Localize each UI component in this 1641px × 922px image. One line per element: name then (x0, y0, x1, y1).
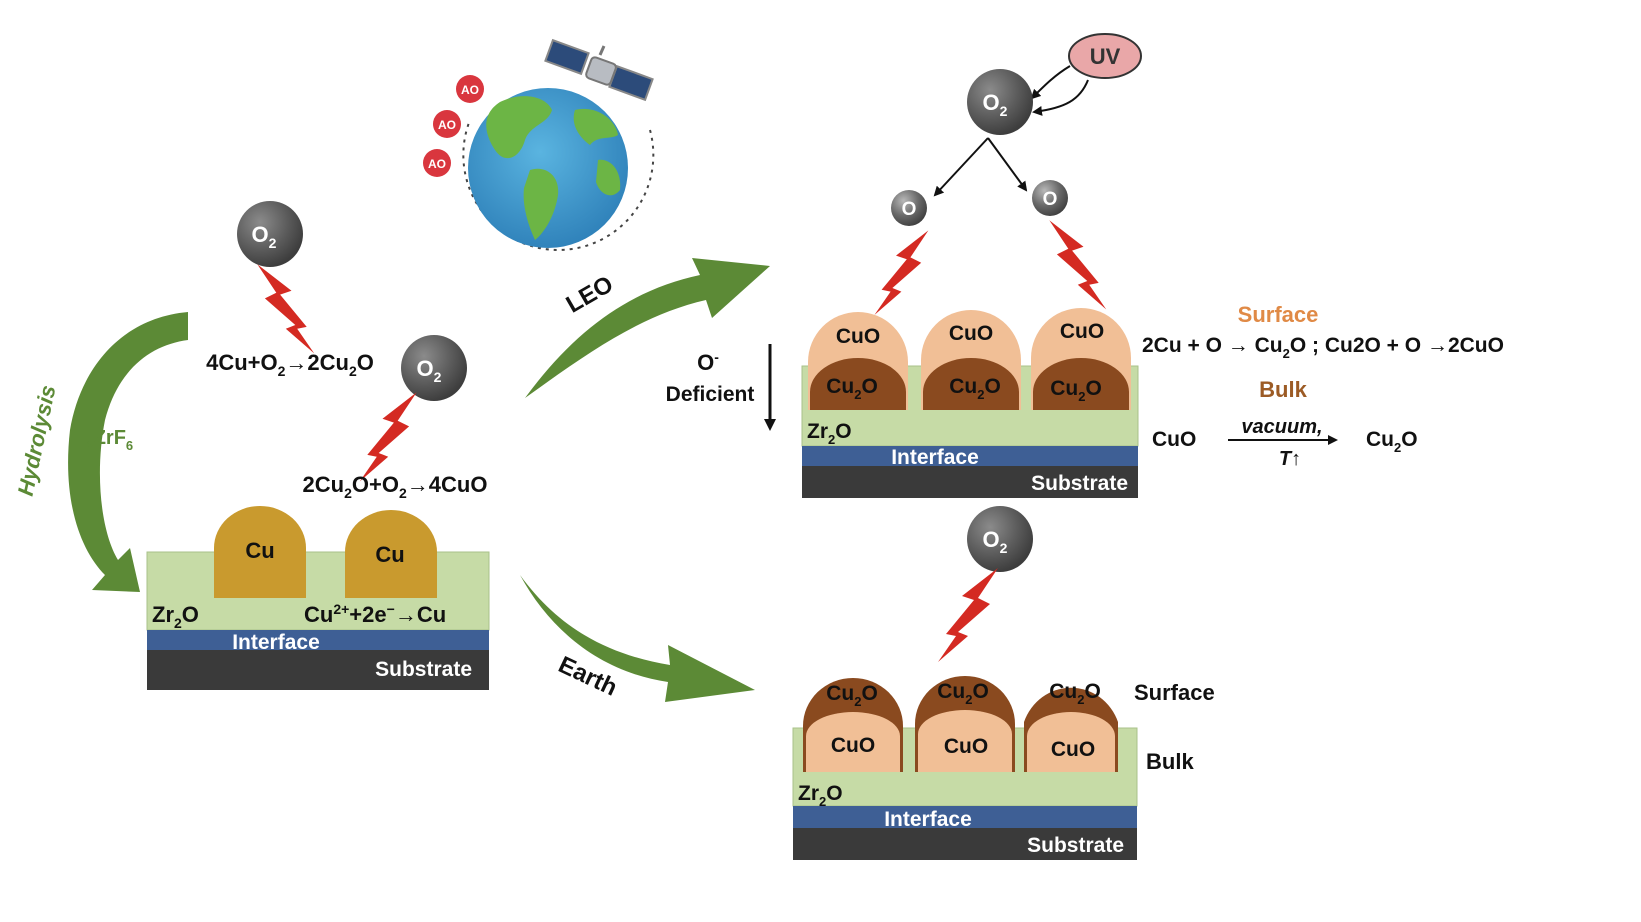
cu2o-cap-label: Cu2O (826, 682, 878, 709)
uv-arrow-2 (1032, 79, 1089, 116)
left-layer-stack (146, 506, 490, 690)
hydrolysis-label: Hydrolysis (13, 383, 61, 498)
cu2o-core-label: Cu2O (1050, 377, 1102, 404)
interface-label: Interface (891, 446, 979, 469)
atom-label: O (902, 199, 917, 220)
uv-label: UV (1090, 44, 1121, 69)
svg-text:O2: O2 (983, 527, 1008, 556)
leo-surface-reaction: 2Cu + O → Cu2O ; Cu2O + O →2CuO (1142, 334, 1504, 361)
cuo-cap-label: CuO (836, 325, 880, 348)
o-deficient-word: Deficient (666, 383, 755, 406)
interface-label: Interface (884, 808, 972, 831)
cu2o-core-label: Cu2O (949, 375, 1001, 402)
leo-label: LEO (562, 271, 618, 319)
cu2o-cap-label: Cu2O (937, 680, 989, 707)
cuo-cap-label: CuO (1060, 320, 1104, 343)
bulk-reactant: CuO (1152, 428, 1196, 451)
lightning-bolt-icon (938, 568, 998, 662)
reaction-cu2o-to-cuo: 2Cu2O+O2→4CuO (303, 472, 488, 501)
ao-badges: AO AO AO (423, 75, 484, 177)
reduction-reaction: Cu2++2e−→Cu (304, 601, 446, 627)
cuo-core-label: CuO (944, 735, 988, 758)
substrate-label: Substrate (375, 658, 472, 681)
svg-text:O2: O2 (417, 356, 442, 385)
bulk-condition-bottom: T↑ (1279, 448, 1301, 470)
interface-label: Interface (232, 631, 320, 654)
cu2o-cap-label: Cu2O (1049, 680, 1101, 707)
ao-badge: AO (428, 157, 446, 171)
ao-badge: AO (438, 118, 456, 132)
leo-layer-stack (801, 308, 1139, 498)
atomic-oxygen-right: O (1032, 180, 1068, 216)
substrate-label: Substrate (1027, 834, 1124, 857)
earth-arrow (520, 575, 755, 702)
atom-label: O (1043, 189, 1058, 210)
zr2o-layer-label: Zr2O (152, 602, 199, 631)
cu-particle-label: Cu (375, 542, 404, 567)
leo-surface-label: Surface (1238, 302, 1319, 327)
earth-globe-icon (462, 88, 655, 251)
leo-arrow (525, 258, 770, 398)
leo-bulk-label: Bulk (1259, 377, 1307, 402)
lightning-bolt-icon (1049, 220, 1107, 310)
lightning-bolt-icon (257, 264, 315, 354)
lightning-bolt-icon (359, 392, 417, 482)
o2-molecule-top: O2 (237, 201, 303, 267)
uv-badge: UV (1068, 33, 1142, 79)
atomic-oxygen-left: O (891, 190, 927, 226)
hydrolysis-arrow (68, 312, 188, 592)
earth-surface-label: Surface (1134, 680, 1215, 705)
ao-badge: AO (461, 83, 479, 97)
lightning-bolt-icon (874, 230, 929, 315)
cuo-core-label: CuO (1051, 738, 1095, 761)
o2-molecule-mid: O2 (401, 335, 467, 401)
cuo-core-label: CuO (831, 734, 875, 757)
split-arrow-left (933, 137, 989, 197)
bulk-product: Cu2O (1366, 428, 1418, 455)
split-arrow-right (987, 137, 1028, 192)
precursor-label: H2ZrF6 (72, 427, 133, 453)
o2-molecule-leo: O2 (967, 69, 1033, 135)
earth-bulk-label: Bulk (1146, 749, 1194, 774)
cu-particle-label: Cu (245, 538, 274, 563)
substrate-label: Substrate (1031, 472, 1128, 495)
o2-molecule-earth: O2 (967, 506, 1033, 572)
o-deficient-label: O- (697, 349, 719, 375)
bulk-condition-top: vacuum, (1241, 416, 1322, 438)
svg-text:O2: O2 (983, 90, 1008, 119)
zr2o-layer-label: Zr2O (807, 420, 852, 447)
satellite-icon (544, 38, 654, 102)
svg-text:O2: O2 (252, 222, 277, 251)
zr2o-layer-label: Zr2O (798, 782, 843, 809)
cuo-cap-label: CuO (949, 322, 993, 345)
cu2o-core-label: Cu2O (826, 375, 878, 402)
earth-layer-stack (792, 676, 1138, 860)
uv-arrow-1 (1030, 65, 1071, 100)
reaction-cu-to-cu2o: 4Cu+O2→2Cu2O (206, 350, 374, 379)
